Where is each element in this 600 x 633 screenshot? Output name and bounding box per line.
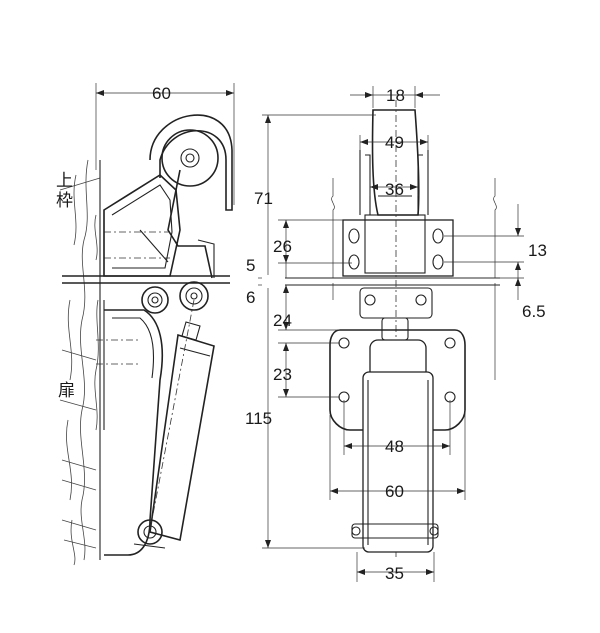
side-view: 60 上 枠 扉 — [56, 83, 235, 566]
front-view: 18 49 36 71 115 26 5 — [245, 86, 547, 583]
dim-13: 13 — [528, 241, 547, 260]
dim-6-5: 6.5 — [522, 302, 546, 321]
door-label: 扉 — [58, 381, 75, 401]
frame-label-bottom: 枠 — [56, 191, 73, 211]
dim-24: 24 — [273, 311, 292, 330]
dim-49: 49 — [385, 133, 404, 152]
frame-mount-plate — [342, 219, 454, 277]
roller-housing — [149, 114, 233, 211]
dim-23: 23 — [273, 365, 292, 384]
dim-60-side: 60 — [152, 84, 171, 103]
dim-71: 71 — [254, 189, 273, 208]
door-bracket — [104, 309, 164, 556]
dim-18: 18 — [386, 86, 405, 105]
dim-35: 35 — [385, 564, 404, 583]
dim-60-front: 60 — [385, 482, 404, 501]
roller-wheel — [161, 129, 219, 187]
pivot-right — [179, 281, 209, 311]
door-mount-plate — [329, 329, 466, 431]
dim-5: 5 — [246, 256, 255, 275]
dim-115: 115 — [245, 409, 272, 428]
frame-label-top: 上 — [56, 171, 73, 191]
dim-6: 6 — [246, 288, 255, 307]
frame-mount-holes — [348, 228, 444, 270]
bottom-pivot — [133, 519, 166, 549]
pivot-left — [141, 286, 169, 314]
wood-grain-hatching — [59, 159, 101, 566]
dim-26: 26 — [273, 237, 292, 256]
dim-36: 36 — [385, 180, 404, 199]
dim-48: 48 — [385, 437, 404, 456]
damper-cylinder — [149, 333, 215, 541]
